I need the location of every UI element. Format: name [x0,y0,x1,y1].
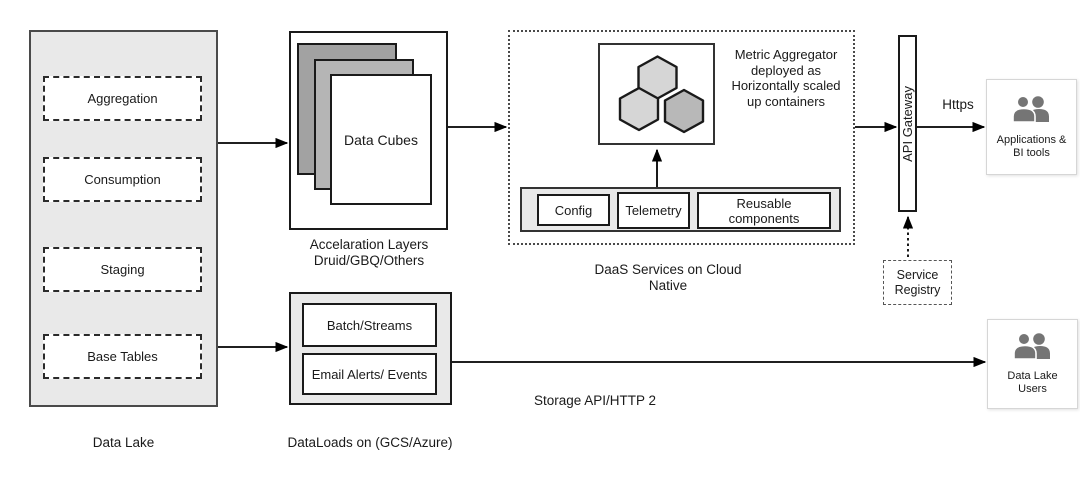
data-cubes-label: Data Cubes [344,131,418,148]
users-icon [1011,95,1049,123]
applications-card-label: Applications & BI tools [997,134,1067,160]
email-alerts-box: Email Alerts/ Events [302,353,437,395]
api-gateway: API Gateway [898,35,917,212]
telemetry-label: Telemetry [625,203,682,218]
components-bar: Config Telemetry Reusable components [520,187,841,232]
batch-streams-box: Batch/Streams [302,303,437,347]
metric-aggregator-note: Metric Aggregator deployed as Horizontal… [718,47,854,109]
data-lake-users-card-label: Data Lake Users [1007,370,1057,396]
stage-consumption: Consumption [43,157,202,202]
note-line3: Horizontally scaled [731,78,841,93]
acceleration-caption-line2: Druid/GBQ/Others [313,253,425,268]
email-alerts-label: Email Alerts/ Events [311,366,428,382]
data-cube-page-front: Data Cubes [330,74,432,205]
note-line2: deployed as [750,62,822,78]
data-lake-users-card: Data Lake Users [987,319,1078,409]
dataloads-box: Batch/Streams Email Alerts/ Events [289,292,452,405]
daas-caption-line2: Native [648,278,688,293]
acceleration-layers-box: Data Cubes [289,31,448,230]
service-registry-line2: Registry [894,282,941,297]
stage-consumption-label: Consumption [84,172,161,187]
users-label-line2: Users [1018,383,1047,395]
api-gateway-label: API Gateway [900,85,915,162]
metric-aggregator-box [598,43,715,145]
note-line4: up containers [746,93,826,109]
applications-label-line1: Applications & [996,134,1067,146]
stage-aggregation: Aggregation [43,76,202,121]
reusable-components-label: Reusable components [728,195,800,226]
users-label-line1: Data Lake [1007,370,1058,382]
applications-label-line2: BI tools [1013,147,1050,159]
data-lake-caption: Data Lake [92,435,155,450]
hexagon-cluster-icon [618,55,705,134]
stage-base-tables-label: Base Tables [87,349,158,364]
storage-api-label: Storage API/HTTP 2 [533,393,657,408]
acceleration-caption: Accelaration Layers Druid/GBQ/Others [269,237,469,269]
users-icon [1012,332,1050,360]
stage-base-tables: Base Tables [43,334,202,379]
reusable-components-box: Reusable components [697,192,831,229]
config-box: Config [537,194,610,226]
stage-staging-label: Staging [100,262,145,277]
service-registry-box: Service Registry [883,260,952,305]
stage-staging: Staging [43,247,202,292]
batch-streams-label: Batch/Streams [326,317,413,333]
note-line1: Metric Aggregator [734,47,838,62]
data-lake-container: Aggregation Consumption Staging Base Tab… [29,30,218,407]
stage-aggregation-label: Aggregation [87,91,158,106]
acceleration-caption-line1: Accelaration Layers [309,237,429,252]
config-label: Config [554,202,593,218]
daas-container: Metric Aggregator deployed as Horizontal… [508,30,855,245]
service-registry-line1: Service [896,267,939,282]
daas-caption: DaaS Services on Cloud Native [568,262,768,294]
applications-bi-tools-card: Applications & BI tools [986,79,1077,175]
telemetry-box: Telemetry [617,192,690,229]
dataloads-caption: DataLoads on (GCS/Azure) [287,435,453,450]
https-label: Https [942,97,974,112]
daas-caption-line1: DaaS Services on Cloud [594,262,742,277]
